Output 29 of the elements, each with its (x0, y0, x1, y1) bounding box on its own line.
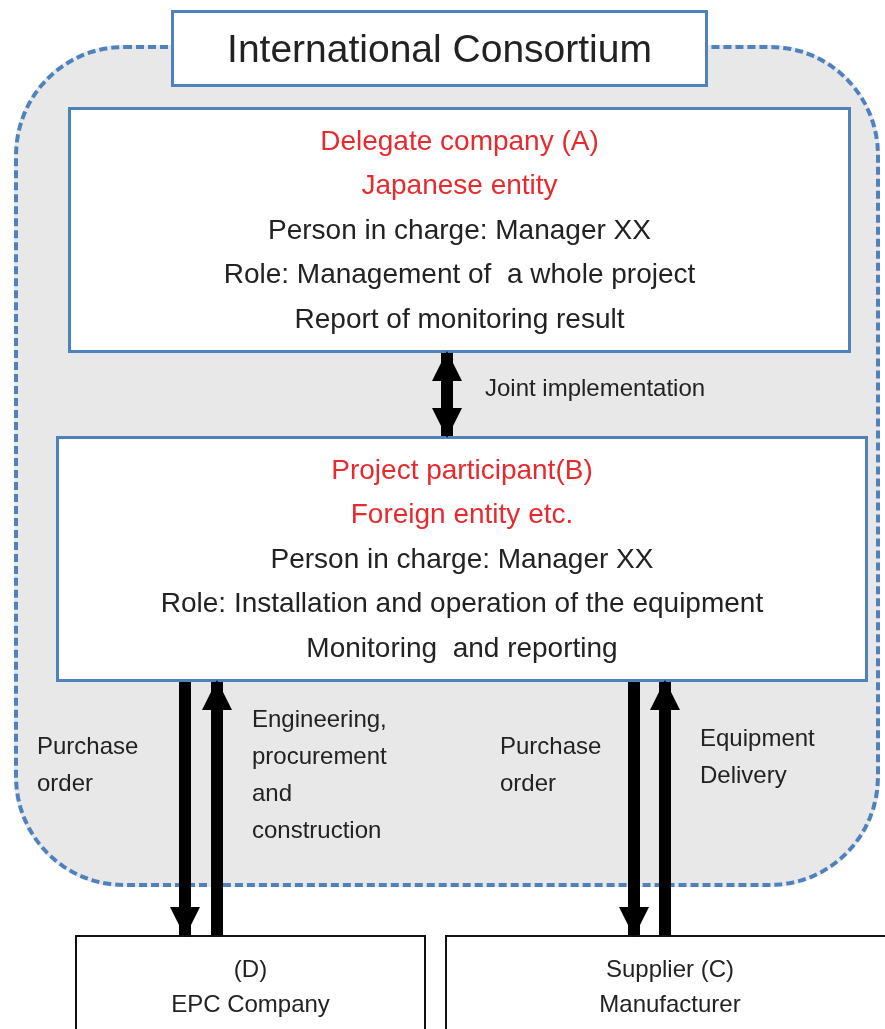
arrow (202, 680, 232, 935)
entity-heading: Japanese entity (361, 168, 558, 203)
double-arrow (432, 351, 462, 438)
company-label: Supplier (C) (605, 954, 734, 984)
arrow (619, 682, 649, 937)
entity-heading: Foreign entity etc. (350, 497, 574, 532)
edge-label: Joint implementation (485, 373, 707, 403)
edge-label: Purchase order (37, 731, 140, 798)
entity-box (68, 107, 851, 353)
entity-detail: Role: Installation and operation of the equipment (160, 586, 764, 621)
edge-label: Engineering, procurement and construction (252, 704, 388, 845)
entity-detail: Person in charge: Manager XX (268, 212, 651, 247)
company-label: (D) (233, 954, 268, 984)
arrow (650, 680, 680, 935)
entity-heading: Delegate company (A) (320, 123, 599, 158)
entity-box (56, 436, 868, 682)
company-box (445, 935, 885, 1029)
entity-detail: Role: Management of a whole project (223, 257, 696, 292)
arrow (170, 682, 200, 937)
company-label: EPC Company (171, 989, 330, 1019)
company-label: Manufacturer (599, 989, 741, 1019)
entity-heading: Project participant(B) (331, 452, 593, 487)
entity-detail: Monitoring and reporting (306, 630, 618, 665)
entity-detail: Report of monitoring result (294, 301, 625, 336)
entity-detail: Person in charge: Manager XX (270, 541, 654, 576)
edge-label: Purchase order (500, 731, 603, 798)
title-label: International Consortium (171, 10, 708, 87)
edge-label: Equipment Delivery (700, 723, 816, 790)
company-box (75, 935, 426, 1029)
